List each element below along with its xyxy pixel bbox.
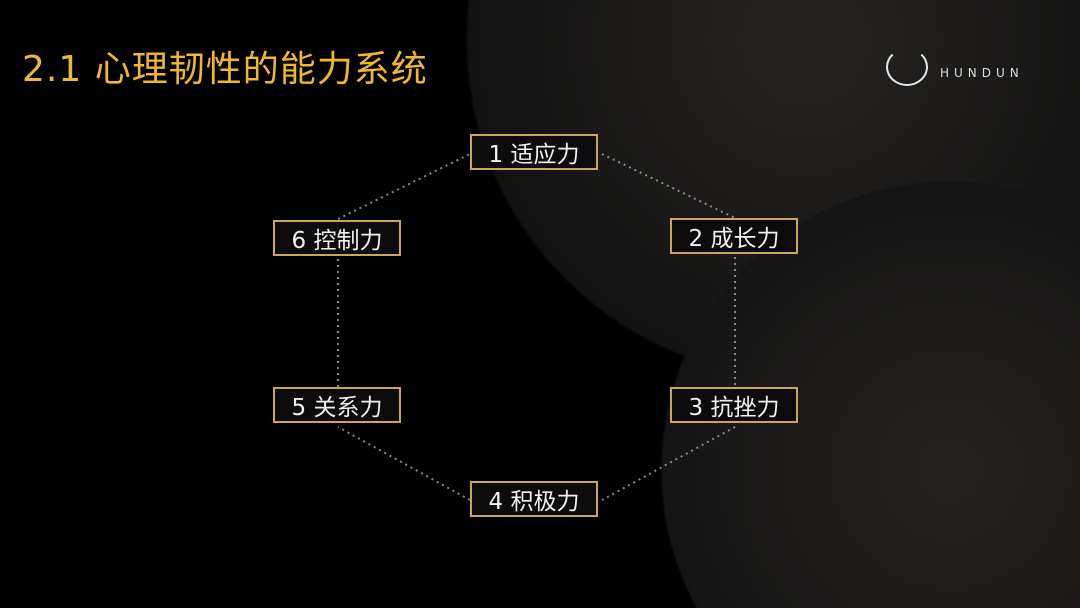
node-relationship: 5 关系力 <box>273 387 401 423</box>
logo-ring-icon <box>886 48 928 86</box>
node-resilience: 3 抗挫力 <box>670 387 798 423</box>
node-growth: 2 成长力 <box>670 218 798 254</box>
slide-title: 2.1 心理韧性的能力系统 <box>22 49 428 90</box>
node-positivity: 4 积极力 <box>470 481 598 517</box>
connector-1-2 <box>601 153 736 219</box>
node-control: 6 控制力 <box>273 220 401 256</box>
connector-6-1 <box>337 153 471 220</box>
hundun-logo: HUNDUN <box>884 46 1034 86</box>
connector-3-4 <box>601 426 736 501</box>
node-adaptability: 1 适应力 <box>470 134 598 170</box>
logo-text: HUNDUN <box>940 66 1024 80</box>
connector-4-5 <box>337 426 471 501</box>
